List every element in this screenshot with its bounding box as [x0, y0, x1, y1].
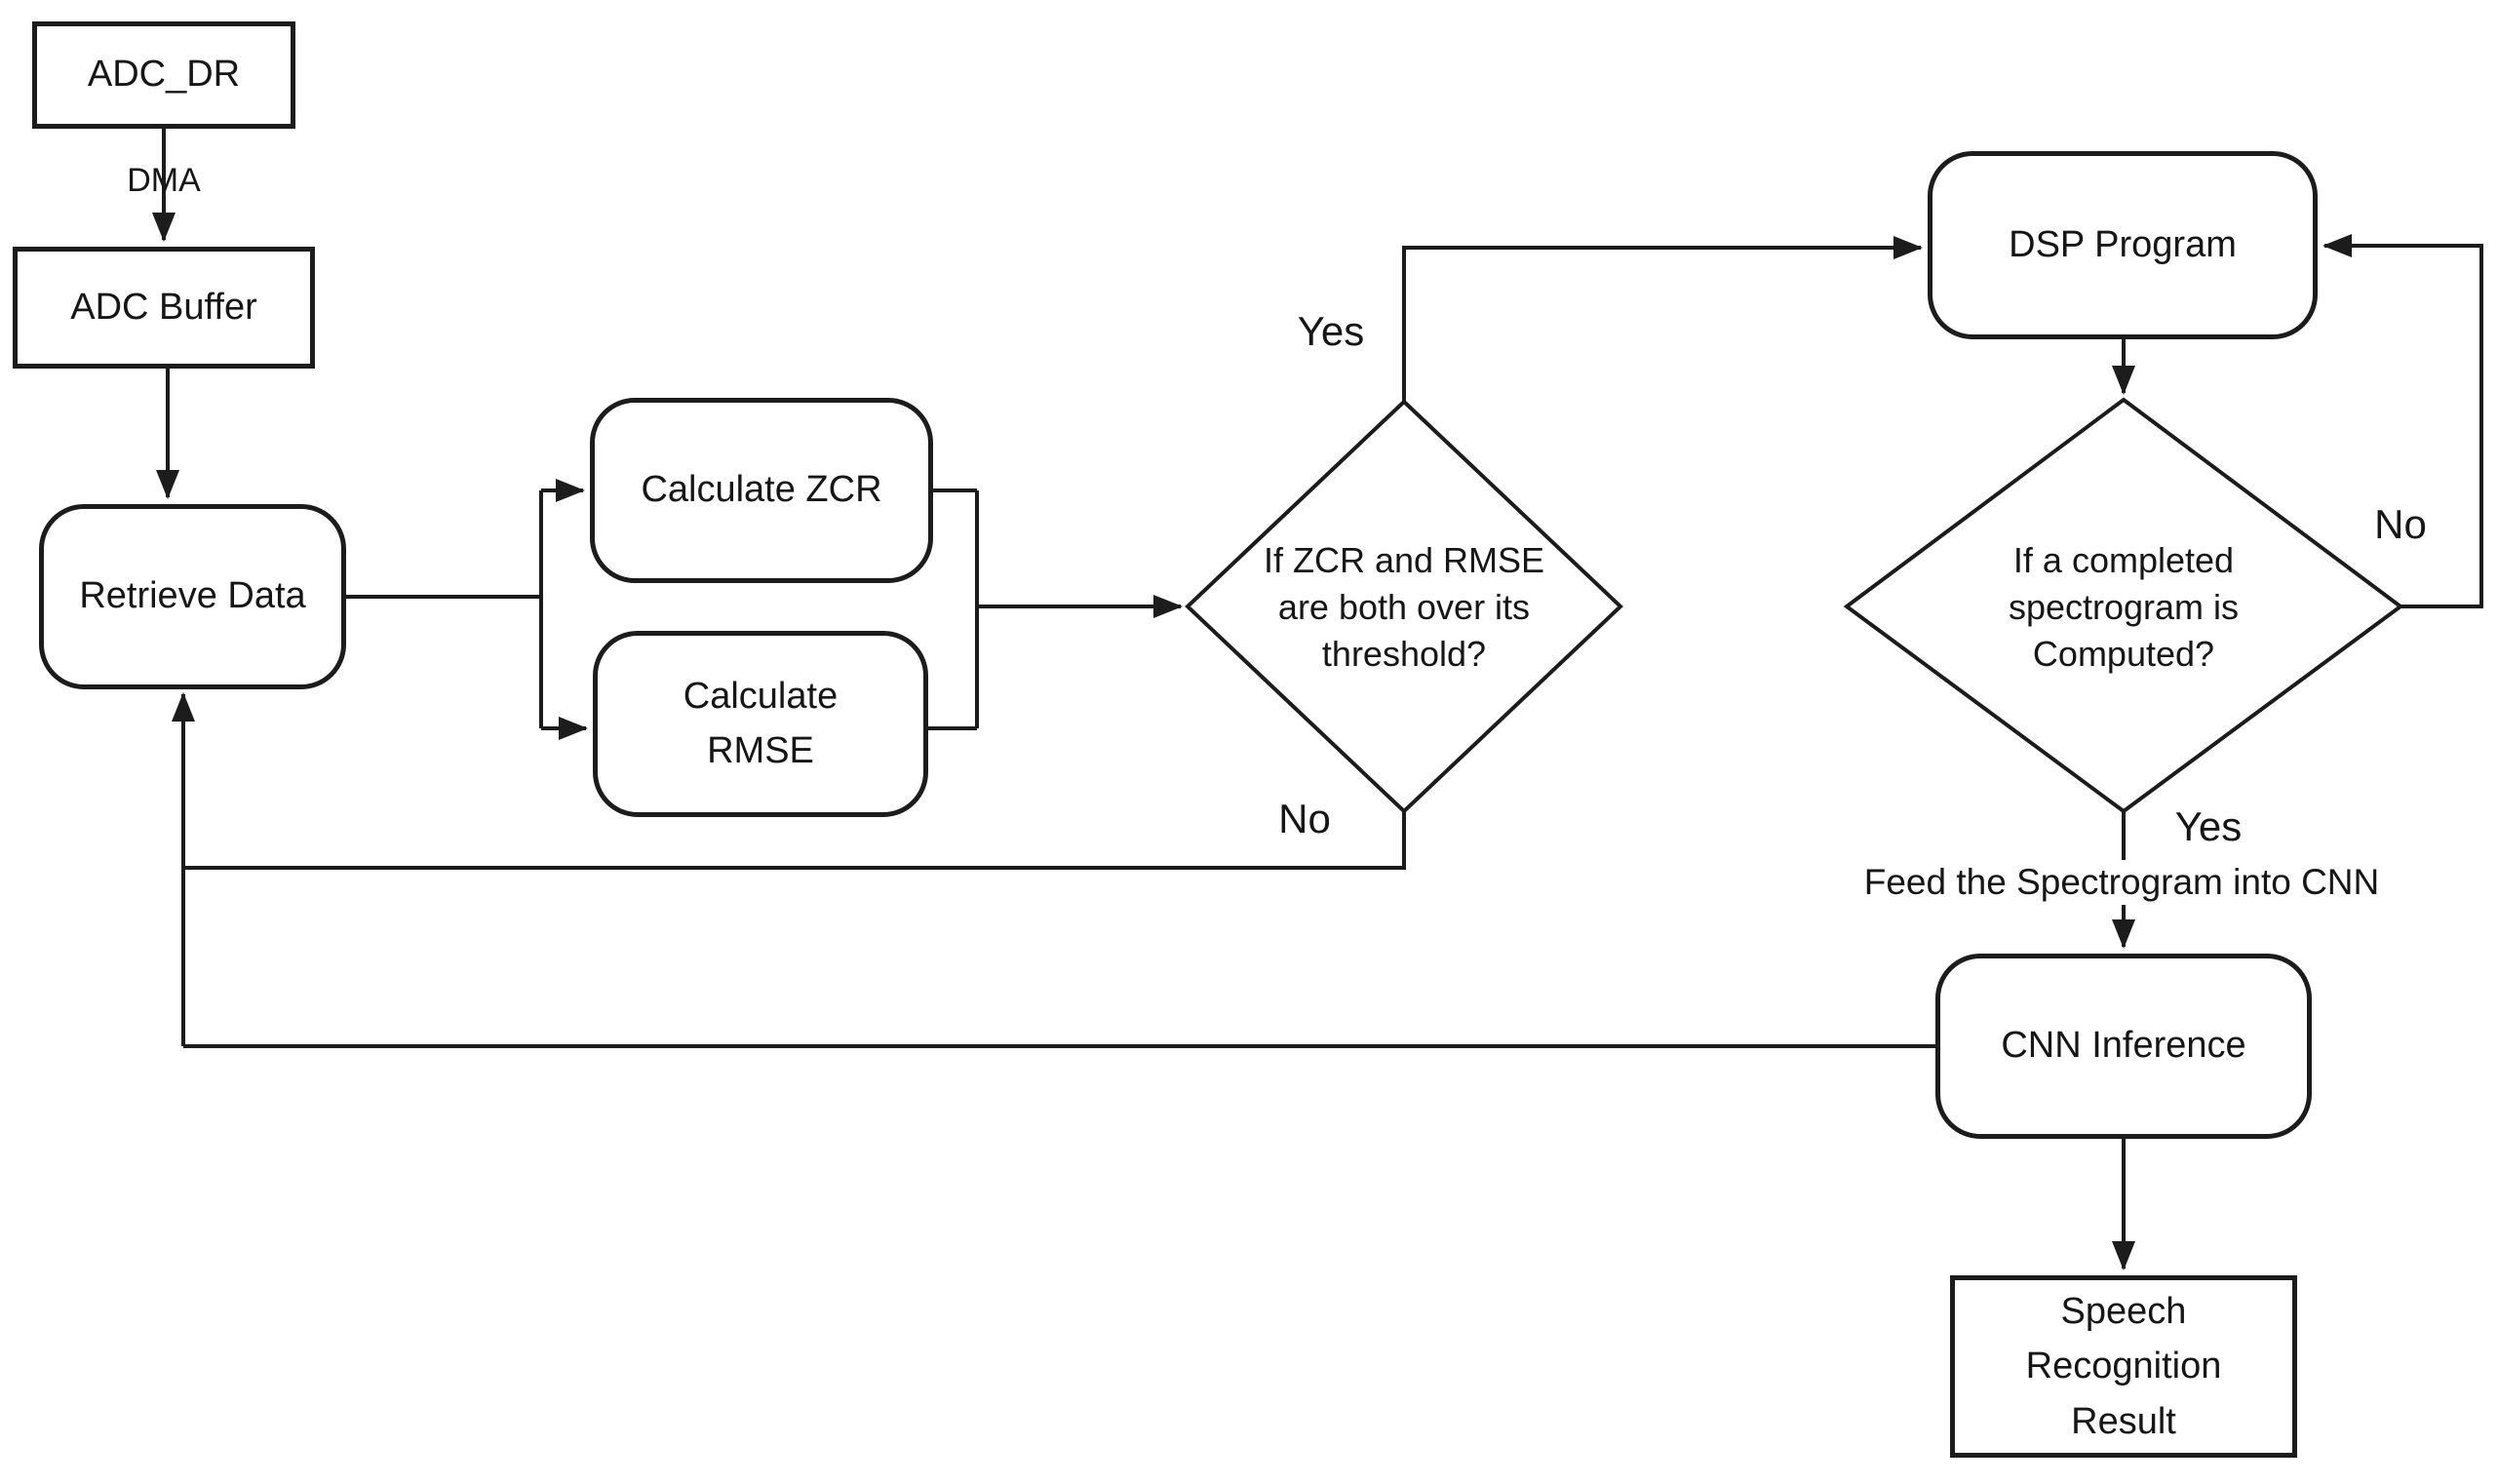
edge-label-feed-spectrogram-cnn: Feed the Spectrogram into CNN	[1829, 860, 2414, 905]
node-threshold-decision-label: If ZCR and RMSE are both over its thresh…	[1263, 539, 1545, 675]
edge-label-threshold-no: No	[1278, 796, 1331, 841]
node-dsp-program: DSP Program	[1928, 151, 2318, 339]
node-cnn-inference-label: CNN Inference	[2001, 1025, 2246, 1067]
edge-threshold-no-loop	[183, 811, 1406, 870]
node-adc-dr: ADC_DR	[32, 21, 295, 129]
edge-label-spectrogram-no: No	[2374, 501, 2427, 547]
node-calculate-zcr: Calculate ZCR	[590, 398, 933, 583]
node-speech-result-label: Speech Recognition Result	[2025, 1291, 2222, 1442]
node-speech-result: Speech Recognition Result	[1950, 1275, 2297, 1458]
node-adc-dr-label: ADC_DR	[87, 54, 241, 96]
node-retrieve-data-label: Retrieve Data	[79, 575, 306, 617]
edge-label-spectrogram-yes: Yes	[2174, 803, 2243, 849]
node-spectrogram-decision-shape	[1843, 397, 2404, 814]
node-dsp-program-label: DSP Program	[2009, 223, 2237, 265]
node-calculate-rmse-label: Calculate RMSE	[683, 676, 839, 771]
node-calculate-zcr-label: Calculate ZCR	[641, 469, 882, 511]
node-adc-buffer: ADC Buffer	[13, 247, 315, 369]
node-calculate-rmse: Calculate RMSE	[593, 631, 928, 817]
edge-spectrogram-no-to-dsp	[2322, 234, 2483, 608]
edge-label-dma: DMA	[127, 162, 201, 199]
node-threshold-decision-shape	[1185, 399, 1623, 814]
node-retrieve-data: Retrieve Data	[39, 504, 346, 689]
node-cnn-inference: CNN Inference	[1935, 954, 2312, 1139]
edge-label-threshold-yes: Yes	[1297, 308, 1365, 354]
node-adc-buffer-label: ADC Buffer	[70, 286, 257, 328]
node-spectrogram-decision-label: If a completed spectrogram is Computed?	[2008, 539, 2240, 675]
edge-threshold-yes-to-dsp	[1402, 236, 1923, 402]
